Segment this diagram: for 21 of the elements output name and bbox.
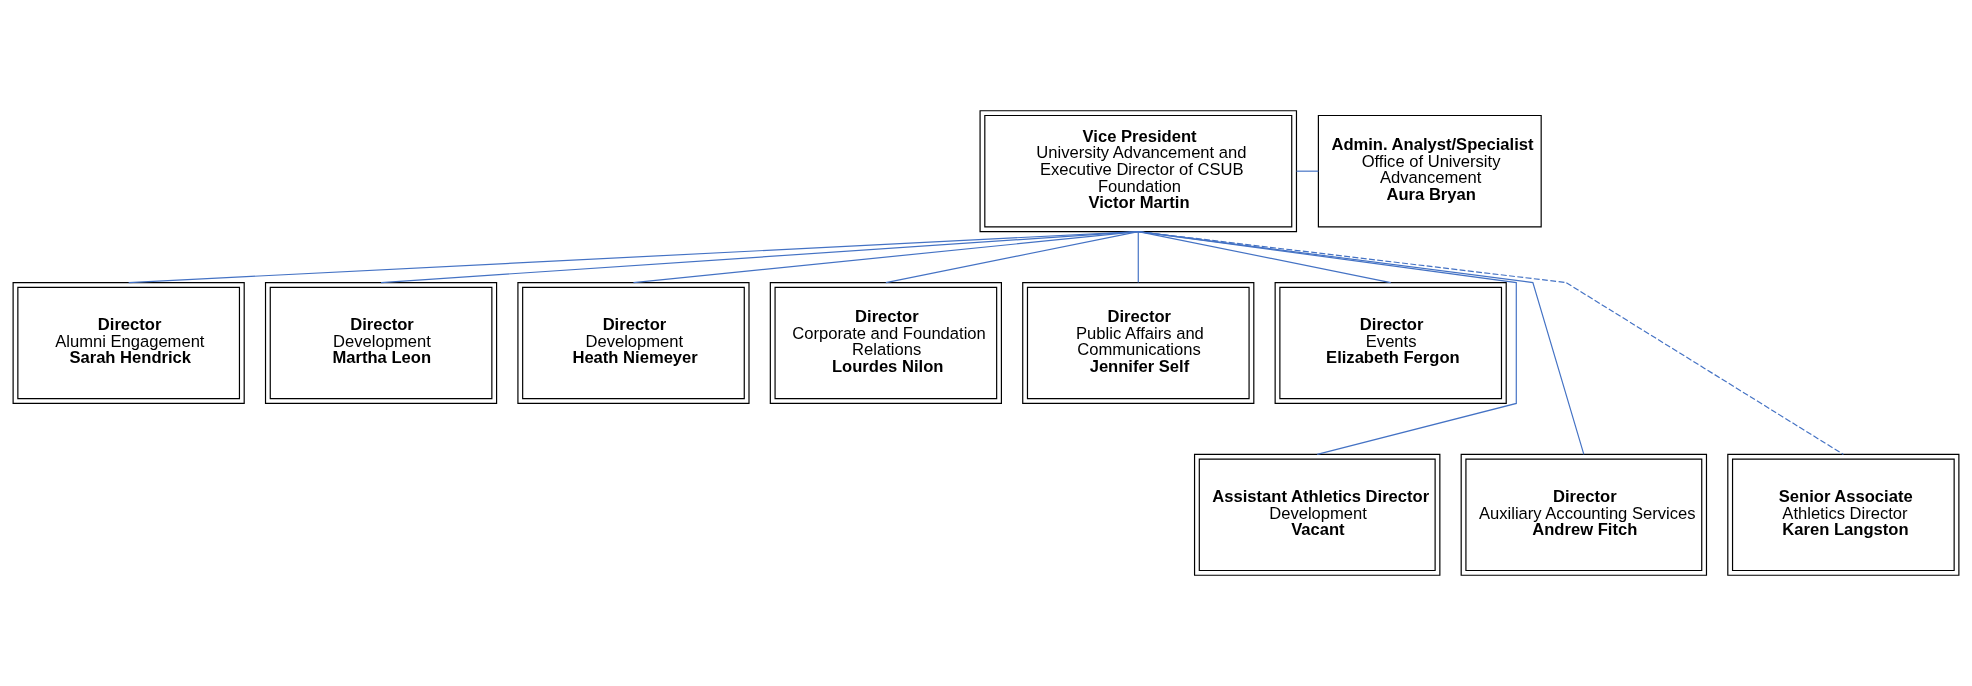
connector: [1137, 231, 1392, 284]
connector: [1137, 231, 1139, 284]
node-box: Admin. Analyst/Specialist Office of University Advancement Aura Bryan: [1317, 114, 1542, 228]
node-box: Director Alumni Engagement Sarah Hendrick: [12, 281, 245, 405]
connector: [1137, 231, 1844, 455]
node-box: Assistant Athletics Director Development Vacant: [1193, 453, 1441, 576]
node-box: Director Development Martha Leon: [264, 281, 498, 405]
node-box: Director Public Affairs and Communications Jennifer Self: [1022, 281, 1255, 405]
connector: [1137, 231, 1585, 455]
node-box: Director Events Elizabeth Fergon: [1274, 281, 1507, 405]
node-box: Director Auxiliary Accounting Services Andrew Fitch: [1460, 453, 1708, 576]
connector: [1137, 231, 1517, 455]
node-box: Senior Associate Athletics Director Karen Langston: [1727, 453, 1960, 576]
node-box: Vice President University Advancement and Executive Director of CSUB Foundation Victor Martin: [979, 110, 1298, 233]
connector: [380, 231, 1139, 284]
connector: [632, 231, 1139, 284]
connector: [128, 231, 1139, 284]
connector: [1295, 170, 1319, 172]
node-box: Director Corporate and Foundation Relations Lourdes Nilon: [769, 281, 1002, 405]
connector: [885, 231, 1139, 284]
node-box: Director Development Heath Niemeyer: [517, 281, 750, 405]
